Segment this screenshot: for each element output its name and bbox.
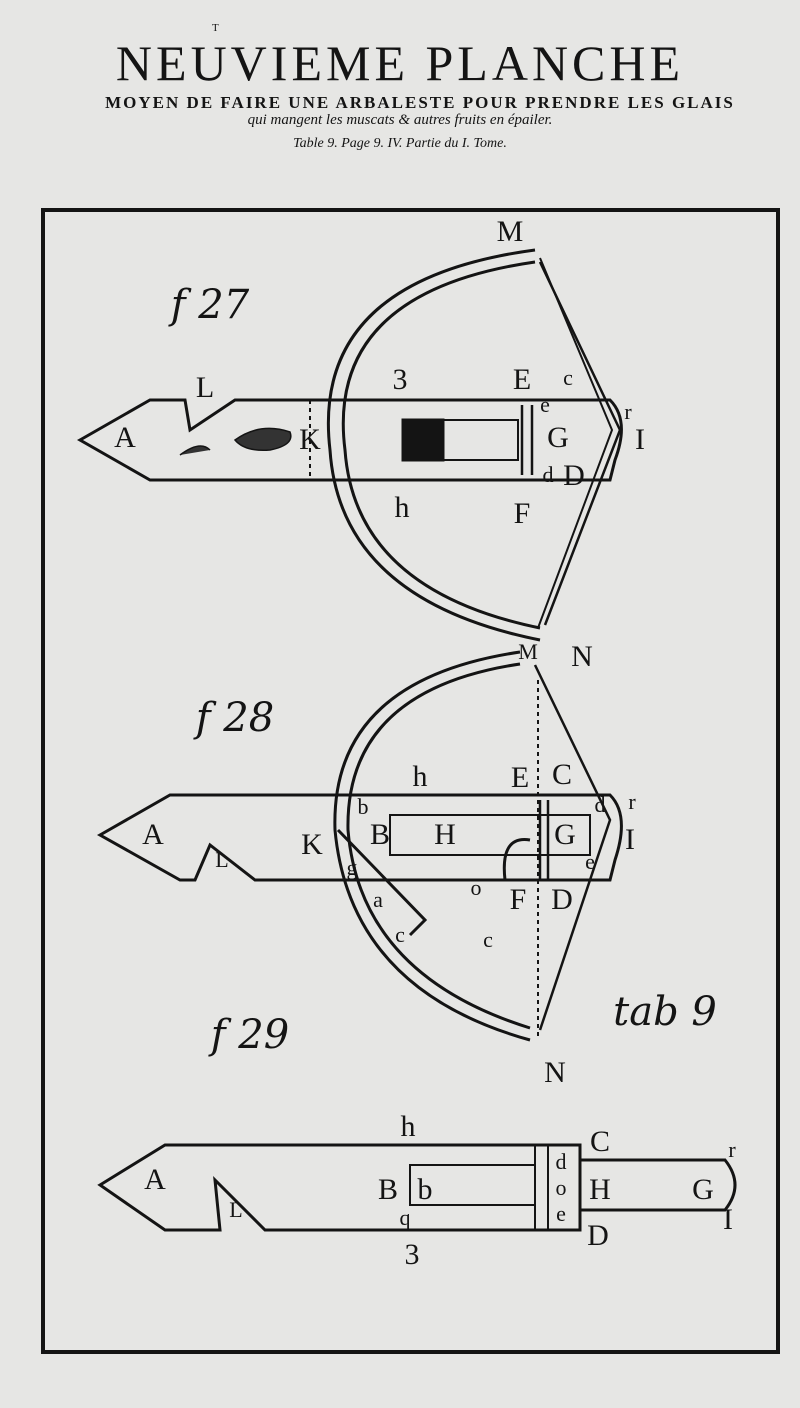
fig28-label: I bbox=[625, 823, 635, 856]
fig28-crossbow bbox=[96, 650, 623, 1042]
fig29-label: B bbox=[377, 1173, 399, 1206]
fig28-label: B bbox=[369, 818, 391, 851]
fig27-label: E bbox=[512, 363, 532, 396]
fig27-label: c bbox=[563, 365, 573, 390]
fig27-bow-inner bbox=[341, 260, 541, 630]
fig28-label: M bbox=[518, 639, 538, 664]
fig27-label: M bbox=[496, 215, 524, 248]
fig28-bow-inner bbox=[346, 662, 531, 1030]
fig29-label: q bbox=[399, 1205, 411, 1230]
fig27-label: r bbox=[624, 399, 632, 424]
fig28-label: g bbox=[346, 855, 358, 880]
fig29-label: 3 bbox=[404, 1238, 420, 1271]
plate-subtitle: MOYEN DE FAIRE UNE ARBALESTE POUR PRENDR… bbox=[105, 93, 735, 112]
fig28-label: o bbox=[470, 875, 482, 900]
fig28-label: c bbox=[395, 922, 405, 947]
fig28-label: a bbox=[373, 887, 383, 912]
fig27-bow-outer bbox=[327, 248, 541, 642]
fig27-caption: f 27 bbox=[170, 282, 250, 328]
fig29-crossbow bbox=[97, 1143, 737, 1232]
fig28-caption: f 28 bbox=[195, 695, 275, 741]
fig28-label: E bbox=[510, 761, 530, 794]
fig29-label: h bbox=[400, 1110, 416, 1143]
fig29-label: r bbox=[728, 1137, 736, 1162]
fig28-label: F bbox=[509, 883, 527, 916]
fig27-label: F bbox=[513, 497, 531, 530]
fig27-label: e bbox=[540, 392, 550, 417]
fig29-label: e bbox=[556, 1201, 566, 1226]
fig29-label: A bbox=[144, 1163, 166, 1196]
fig28-label: d bbox=[594, 792, 606, 817]
fig29-label: C bbox=[589, 1125, 611, 1158]
plate-frame bbox=[41, 208, 780, 1354]
fig27-string bbox=[538, 261, 622, 626]
fig28-label: K bbox=[301, 828, 323, 861]
fig29-label: L bbox=[229, 1197, 243, 1222]
fig27-label: A bbox=[114, 421, 136, 454]
fig29-label: d bbox=[555, 1149, 567, 1174]
fig27-label: I bbox=[635, 423, 645, 456]
plate-reference: Table 9. Page 9. IV. Partie du I. Tome. bbox=[293, 136, 507, 151]
fig29-label: H bbox=[589, 1173, 611, 1206]
fig27-label: d bbox=[542, 462, 554, 487]
fig29-stock bbox=[97, 1143, 582, 1232]
fig27-label: L bbox=[195, 371, 215, 404]
fig28-label: H bbox=[434, 818, 456, 851]
fig28-label: N bbox=[571, 640, 593, 673]
tab-label: tab 9 bbox=[613, 989, 717, 1035]
fig29-label: b bbox=[417, 1173, 433, 1206]
fig28-label: C bbox=[551, 758, 573, 791]
plate-title: NEUVIEME PLANCHE bbox=[115, 35, 685, 91]
fig28-label: r bbox=[628, 789, 636, 814]
fig29-nut bbox=[580, 1158, 737, 1212]
fig27-label: 3 bbox=[392, 363, 408, 396]
fig29-label: N bbox=[544, 1056, 566, 1089]
fig27-label: h bbox=[394, 491, 410, 524]
fig27-label: D bbox=[563, 459, 585, 492]
fig28-string bbox=[533, 664, 612, 1031]
fig28-label: b bbox=[357, 794, 369, 819]
fig28-label: A bbox=[142, 818, 164, 851]
fig28-bow-outer bbox=[333, 650, 531, 1042]
plate-subtitle-line2: qui mangent les muscats & autres fruits … bbox=[247, 112, 553, 128]
fig28-stock bbox=[96, 793, 623, 882]
fig29-caption: f 29 bbox=[210, 1012, 290, 1058]
fig27-label: G bbox=[547, 421, 569, 454]
fig28-label: L bbox=[215, 847, 229, 872]
fig27-mouse bbox=[179, 427, 292, 456]
fig27-stock bbox=[76, 398, 623, 482]
fig27-label: K bbox=[299, 423, 321, 456]
fig28-label: D bbox=[551, 883, 573, 916]
fig29-label: o bbox=[555, 1175, 567, 1200]
fig29-label: D bbox=[587, 1219, 609, 1252]
fig28-label: h bbox=[412, 760, 428, 793]
fig28-label: G bbox=[554, 818, 576, 851]
page-marker: T bbox=[212, 22, 219, 34]
fig28-label: e bbox=[585, 849, 595, 874]
fig29-label: I bbox=[723, 1203, 733, 1236]
fig28-label: c bbox=[483, 927, 493, 952]
fig27-crossbow bbox=[76, 248, 623, 642]
fig29-label: G bbox=[692, 1173, 714, 1206]
